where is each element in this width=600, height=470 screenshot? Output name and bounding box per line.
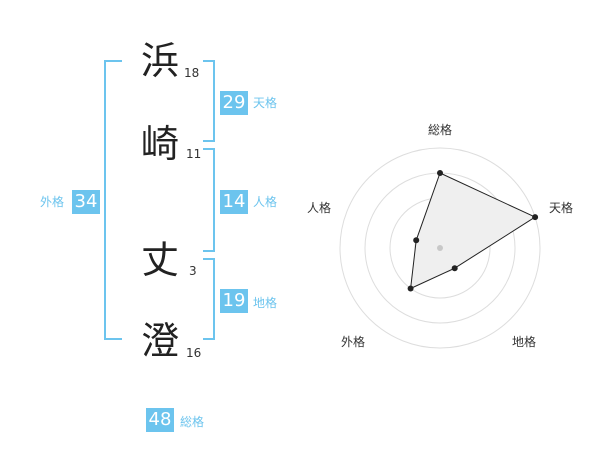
chikaku-bracket xyxy=(203,258,215,340)
stroke-count-2: 11 xyxy=(186,147,202,161)
radar-axis-label-soukaku: 総格 xyxy=(428,123,453,137)
stroke-count-4: 16 xyxy=(186,346,202,360)
name-char-2: 崎 xyxy=(141,122,180,166)
radar-axis-label-tenkaku: 天格 xyxy=(549,201,574,215)
radar-axis-label-gaikaku: 外格 xyxy=(341,335,366,349)
gaikaku-label: 外格 xyxy=(40,195,65,209)
tenkaku-value: 29 xyxy=(220,91,248,115)
chikaku-value: 19 xyxy=(220,289,248,313)
radar-shape xyxy=(410,172,537,290)
chikaku-label: 地格 xyxy=(253,296,278,310)
soukaku-value: 48 xyxy=(146,408,174,432)
radar-point-2 xyxy=(532,214,539,221)
name-char-4: 澄 xyxy=(141,319,180,363)
soukaku-label: 総格 xyxy=(180,415,205,429)
gaikaku-value: 34 xyxy=(72,190,100,214)
tenkaku-bracket xyxy=(203,60,215,142)
jinkaku-label: 人格 xyxy=(253,195,278,209)
radar-ring-4 xyxy=(339,147,541,349)
name-char-1: 浜 xyxy=(141,39,180,83)
stroke-count-1: 18 xyxy=(184,66,200,80)
radar-axis-label-jinkaku: 人格 xyxy=(307,201,332,215)
stroke-count-3: 3 xyxy=(189,264,197,278)
radar-point-5 xyxy=(413,237,420,244)
jinkaku-bracket xyxy=(203,148,215,252)
radar-point-1 xyxy=(437,170,443,176)
gaikaku-bracket xyxy=(104,60,122,340)
radar-center xyxy=(437,245,443,251)
radar-axis-label-chikaku: 地格 xyxy=(512,335,537,349)
jinkaku-value: 14 xyxy=(220,190,248,214)
tenkaku-label: 天格 xyxy=(253,96,278,110)
radar-points xyxy=(407,170,539,292)
radar-point-3 xyxy=(451,265,458,272)
name-char-3: 丈 xyxy=(141,238,180,282)
radar-point-4 xyxy=(407,285,414,292)
